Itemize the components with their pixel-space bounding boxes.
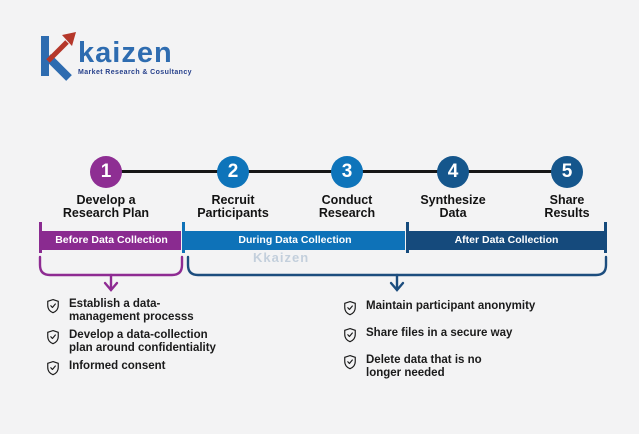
step-4-circle: 4 — [437, 156, 469, 188]
shield-check-icon — [344, 354, 356, 370]
phase-bar-during: During Data Collection — [185, 231, 405, 250]
list-item: Informed consent — [46, 360, 296, 376]
phase-tick — [39, 222, 42, 253]
step-3-circle: 3 — [331, 156, 363, 188]
logo-brand: kaizen — [78, 37, 173, 69]
phase-bar-after: After Data Collection — [409, 231, 604, 250]
logo-text: kaizen Market Research & Cosultancy — [78, 38, 192, 76]
phase-tick — [604, 222, 607, 253]
phase-bar-before: Before Data Collection — [42, 231, 181, 250]
step-4: 4 Synthesize Data — [393, 156, 513, 219]
list-item-text: Develop a data-collection plan around co… — [69, 329, 216, 354]
list-item-text: Maintain participant anonymity — [366, 300, 536, 312]
shield-check-icon — [47, 329, 59, 345]
step-5-label: Share Results — [544, 193, 590, 220]
step-2-label: Recruit Participants — [197, 193, 269, 220]
list-item-text: Delete data that is no longer needed — [366, 354, 482, 379]
list-item-text: Informed consent — [69, 360, 166, 372]
before-checklist: Establish a data- management processs De… — [46, 298, 296, 382]
shield-check-icon — [344, 327, 356, 343]
list-item: Share files in a secure way — [343, 327, 603, 343]
list-item: Maintain participant anonymity — [343, 300, 603, 316]
watermark: Kkaizen — [253, 250, 310, 265]
step-1-label: Develop a Research Plan — [62, 193, 150, 220]
list-item: Delete data that is no longer needed — [343, 354, 603, 379]
list-item: Develop a data-collection plan around co… — [46, 329, 296, 354]
logo-k-arrow-icon — [41, 32, 76, 81]
list-item-text: Establish a data- management processs — [69, 298, 194, 323]
phase-tick — [406, 222, 409, 253]
step-2: 2 Recruit Participants — [173, 156, 293, 219]
step-5-circle: 5 — [551, 156, 583, 188]
step-1-circle: 1 — [90, 156, 122, 188]
step-1: 1 Develop a Research Plan — [46, 156, 166, 219]
shield-check-icon — [344, 300, 356, 316]
brace-before — [38, 255, 184, 292]
step-3-label: Conduct Research — [318, 193, 376, 220]
step-4-label: Synthesize Data — [420, 193, 486, 220]
brace-during-after — [186, 255, 608, 292]
step-3: 3 Conduct Research — [287, 156, 407, 219]
shield-check-icon — [47, 298, 59, 314]
kaizen-logo: kaizen Market Research & Cosultancy — [36, 30, 192, 82]
step-5: 5 Share Results — [507, 156, 627, 219]
phase-tick — [182, 222, 185, 253]
after-checklist: Maintain participant anonymity Share fil… — [343, 300, 603, 390]
step-2-circle: 2 — [217, 156, 249, 188]
list-item: Establish a data- management processs — [46, 298, 296, 323]
logo-tagline: Market Research & Cosultancy — [78, 69, 192, 76]
list-item-text: Share files in a secure way — [366, 327, 513, 339]
shield-check-icon — [47, 360, 59, 376]
